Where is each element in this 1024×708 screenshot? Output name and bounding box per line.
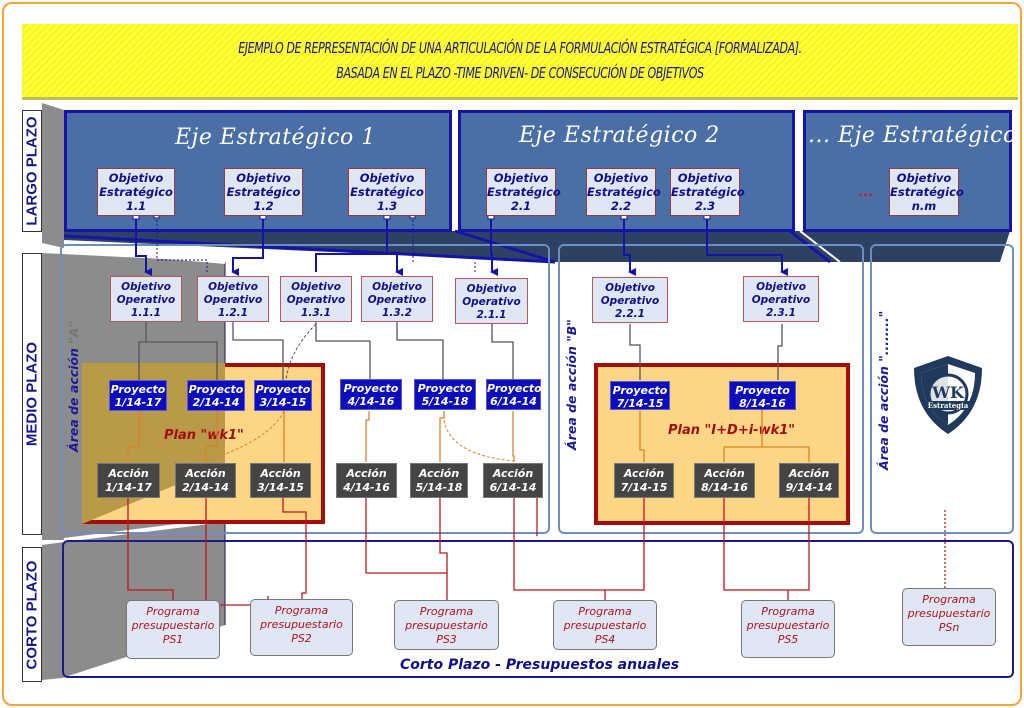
link-es21-op211 [490, 216, 498, 276]
eje-2-title: Eje Estratégico 2 [519, 123, 720, 148]
link-es11-op111 [135, 216, 152, 276]
title-line-2: BASADA EN EL PLAZO -TIME DRIVEN- DE CONS… [336, 64, 704, 82]
logo-initials: WK [931, 383, 965, 402]
link-es12-op121 [231, 216, 264, 276]
corto-plazo-label: Corto Plazo - Presupuestos anuales [400, 657, 680, 673]
title-line-1: EJEMPLO DE REPRESENTACIÓN DE UNA ARTICUL… [238, 39, 802, 57]
eje-n-title: ... Eje Estratégico N [808, 123, 1024, 148]
link-es13-op13x [315, 216, 397, 272]
plan-wk1-label: Plan "wk1" [164, 428, 244, 443]
logo-word: Estrategia [928, 401, 969, 410]
title-banner: EJEMPLO DE REPRESENTACIÓN DE UNA ARTICUL… [22, 24, 1018, 100]
dotted-link-es11 [156, 216, 208, 272]
level-label-corto: CORTO PLAZO [22, 547, 42, 682]
plan-idi-wk1-label: Plan "I+D+i-wk1" [668, 423, 796, 438]
area-accion-n [870, 244, 1014, 534]
wk-estrategia-logo: WK Estrategia [914, 356, 982, 434]
area-accion-a [60, 244, 550, 534]
eje-1-title: Eje Estratégico 1 [175, 125, 376, 150]
ellipsis-more-objectives: ... [858, 185, 873, 200]
wall-largo [42, 103, 64, 248]
link-es22-op221 [623, 216, 636, 276]
area-accion-b [558, 244, 864, 534]
level-label-largo: LARGO PLAZO [22, 110, 42, 232]
link-es23-op231 [706, 216, 788, 276]
corto-plazo-container [62, 540, 1014, 678]
level-label-medio: MEDIO PLAZO [22, 253, 42, 535]
